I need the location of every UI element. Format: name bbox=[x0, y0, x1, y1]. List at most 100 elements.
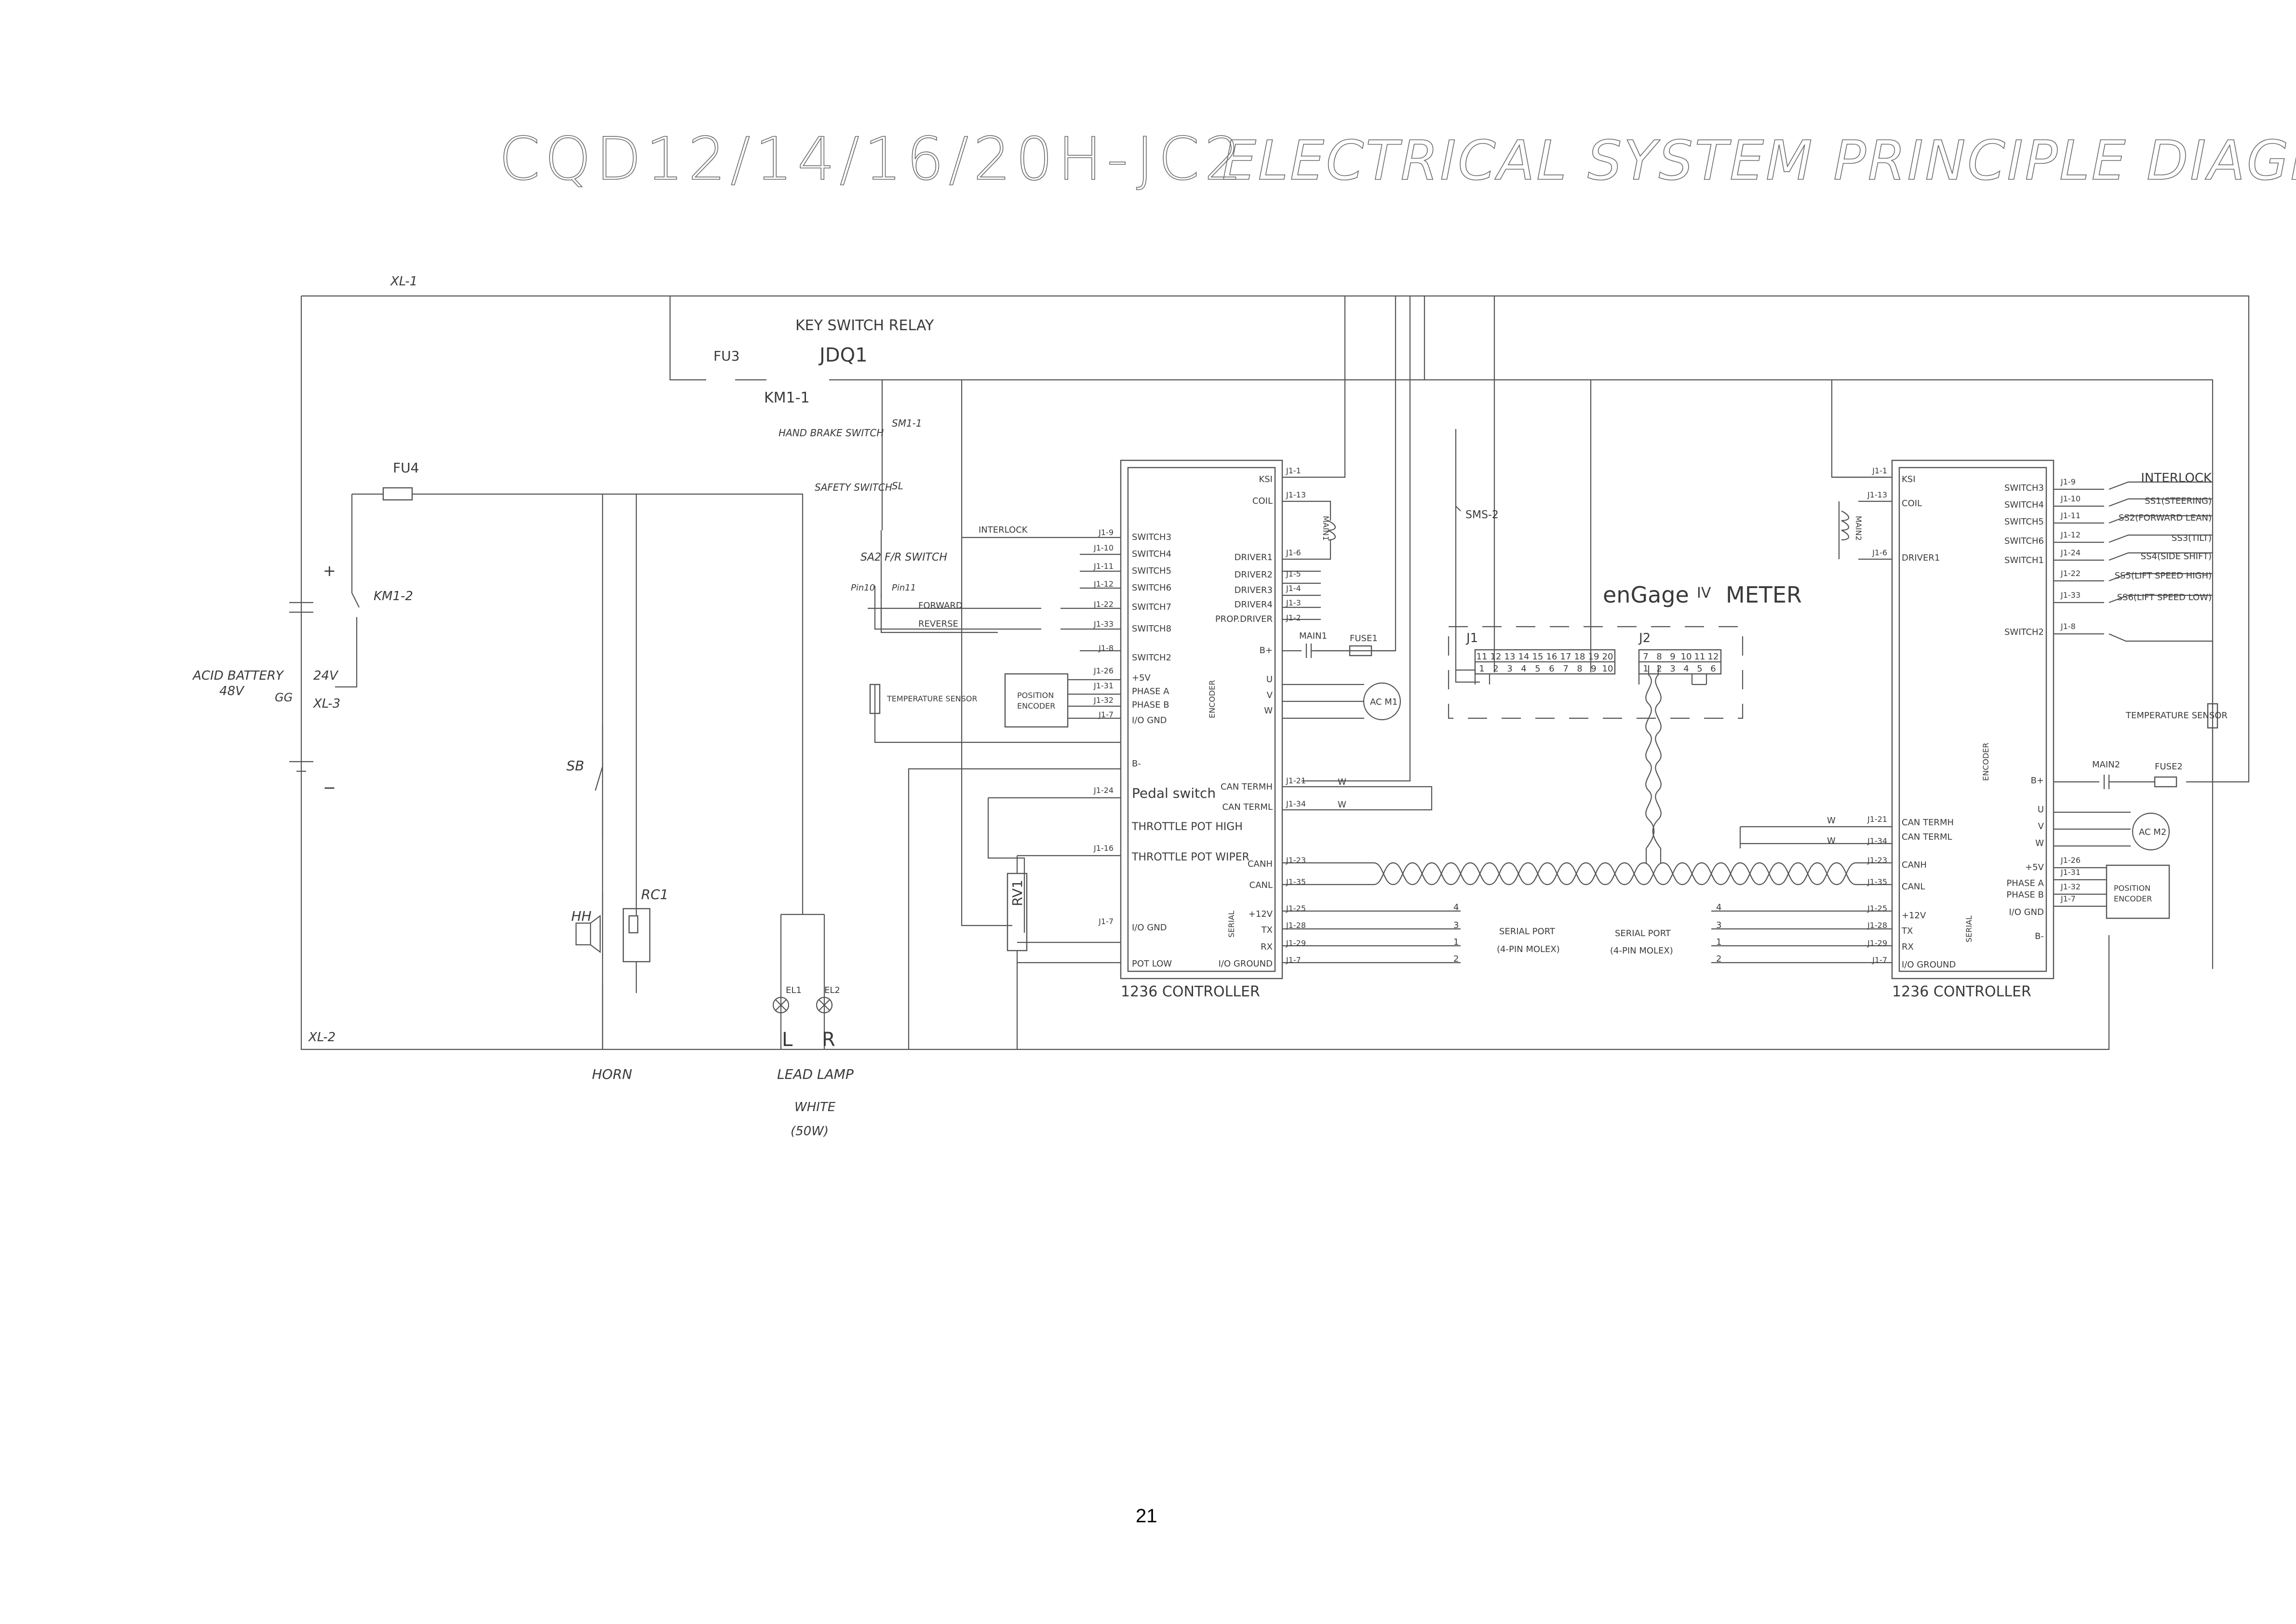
j1-pin-number: 10 bbox=[1602, 664, 1613, 674]
main1-coil-label: MAIN1 bbox=[1321, 516, 1330, 541]
reverse-label: REVERSE bbox=[918, 619, 958, 629]
pin11-label: Pin11 bbox=[892, 583, 916, 593]
controller-2-pin-label: CANL bbox=[1902, 882, 1925, 892]
position-encoder-1-b: ENCODER bbox=[1017, 701, 1055, 711]
controller-2-right-wires bbox=[2054, 481, 2218, 919]
controller-1-connector-label: J1-31 bbox=[1093, 681, 1114, 690]
j1-pin-number: 11 bbox=[1477, 652, 1488, 662]
controller-1-pin-label: CAN TERML bbox=[1222, 802, 1273, 812]
controller-1-connector-label: J1-24 bbox=[1093, 786, 1114, 795]
main2-label: MAIN2 bbox=[2092, 760, 2120, 770]
j1-pin-number: 20 bbox=[1602, 652, 1613, 662]
controller-1-connector-label: J1-2 bbox=[1286, 613, 1301, 622]
acid-battery-label: ACID BATTERY bbox=[192, 669, 284, 683]
controller-1-pin-label: RX bbox=[1261, 942, 1273, 952]
diagram-title: ELECTRICAL SYSTEM PRINCIPLE DIAGRAM bbox=[1222, 130, 2296, 192]
fu3-label: FU3 bbox=[713, 348, 739, 364]
horn-relay bbox=[575, 908, 651, 993]
j1-pin-number: 16 bbox=[1546, 652, 1558, 662]
controller-1-connector-label: J1-3 bbox=[1286, 598, 1301, 607]
serial-pin-number: 1 bbox=[1716, 937, 1721, 947]
controller-1-connector-label: J1-7 bbox=[1098, 917, 1114, 926]
controller-1-pin-label: TX bbox=[1261, 925, 1273, 935]
j2-pin-number: 4 bbox=[1683, 664, 1689, 674]
xl3-label: XL-3 bbox=[312, 697, 340, 711]
controller-2-pin-label: KSI bbox=[1902, 474, 1916, 484]
sms2-label: SMS-2 bbox=[1465, 509, 1499, 521]
fuse1-label: FUSE1 bbox=[1350, 633, 1378, 644]
controller-2-connector-label: J1-31 bbox=[2060, 868, 2081, 877]
hand-brake-label: HAND BRAKE SWITCH bbox=[779, 427, 884, 439]
battery-voltage-label: 48V bbox=[219, 684, 245, 698]
position-encoder-1-a: POSITION bbox=[1017, 691, 1054, 700]
controller-2-connector-label: J1-33 bbox=[2060, 591, 2081, 600]
jdq1-label: JDQ1 bbox=[818, 344, 868, 366]
engage-meter bbox=[1448, 296, 1744, 719]
controller-2-pin-label: SWITCH2 bbox=[2004, 627, 2044, 637]
controller-1-pin-label: CAN TERMH bbox=[1221, 782, 1273, 792]
sl-label: SL bbox=[892, 480, 903, 492]
controller-1-connector-label: J1-1 bbox=[1286, 466, 1301, 475]
interlock-label: INTERLOCK bbox=[979, 525, 1028, 535]
controller-2-pin-label: CANH bbox=[1902, 860, 1927, 870]
controller-2-output-label: SS6(LIFT SPEED LOW) bbox=[2117, 592, 2212, 603]
j2-pin-number: 10 bbox=[1681, 652, 1692, 662]
controller-2-connector-label: J1-1 bbox=[1872, 466, 1887, 475]
serial-pin-number: 4 bbox=[1716, 902, 1721, 913]
controller-1-pin-label: SWITCH2 bbox=[1132, 653, 1171, 663]
j1-pin-number: 18 bbox=[1574, 652, 1585, 662]
acm1-label: AC M1 bbox=[1370, 697, 1397, 707]
engage-label: enGage bbox=[1603, 582, 1689, 608]
serial-port-2-label: SERIAL PORT bbox=[1615, 928, 1671, 939]
labels: XL-1 XL-2 XL-3 KEY SWITCH RELAY JDQ1 KM1… bbox=[192, 274, 2228, 1139]
lamp-power-label: (50W) bbox=[791, 1124, 829, 1139]
j2-pin-number: 1 bbox=[1643, 664, 1648, 674]
serial-pin-number: 3 bbox=[1453, 920, 1459, 930]
key-switch-relay-label: KEY SWITCH RELAY bbox=[795, 317, 934, 334]
xl2-label: XL-2 bbox=[308, 1030, 336, 1045]
controller-2-name: 1236 CONTROLLER bbox=[1892, 983, 2031, 1000]
controller-1-pin-label: THROTTLE POT HIGH bbox=[1131, 821, 1243, 833]
controller-1-pin-label: SWITCH5 bbox=[1132, 566, 1171, 576]
meter-label: METER bbox=[1726, 582, 1802, 608]
controller-1-connector-label: J1-13 bbox=[1286, 490, 1306, 499]
controller-2-pin-label: PHASE A bbox=[2006, 878, 2044, 888]
controller-2-connector-label: J1-23 bbox=[1867, 856, 1887, 865]
controller-1-pin-label: I/O GROUND bbox=[1219, 959, 1273, 969]
w-label-1: W bbox=[1338, 777, 1346, 787]
battery-plus: + bbox=[323, 562, 336, 580]
j1-pin-number: 19 bbox=[1588, 652, 1599, 662]
xl1-label: XL-1 bbox=[389, 274, 417, 289]
j2-pin-number: 12 bbox=[1708, 652, 1719, 662]
controller-1-pin-label: SWITCH7 bbox=[1132, 602, 1171, 612]
controller-2-output-label: SS4(SIDE SHIFT) bbox=[2141, 551, 2212, 562]
controller-1-pin-label: DRIVER2 bbox=[1235, 570, 1273, 580]
controller-2-pin-label: TX bbox=[1901, 926, 1913, 936]
controller-2-pin-label: V bbox=[2038, 821, 2044, 832]
controller-2-connector-label: J1-32 bbox=[2060, 882, 2081, 891]
controller-2-connector-label: J1-21 bbox=[1867, 815, 1887, 824]
controller-1-connector-label: J1-22 bbox=[1093, 600, 1114, 609]
serial-port-1-label: SERIAL PORT bbox=[1499, 926, 1556, 937]
lamp-r-label: R bbox=[822, 1029, 835, 1051]
controller-2-connector-label: J1-35 bbox=[1867, 877, 1887, 886]
position-encoder-2-a: POSITION bbox=[2114, 884, 2150, 893]
main1-label: MAIN1 bbox=[1299, 631, 1327, 641]
controller-2-pin-label: SWITCH4 bbox=[2004, 500, 2044, 510]
controller-1-connector-label: J1-9 bbox=[1098, 528, 1114, 537]
controller-1-connector-label: J1-34 bbox=[1286, 799, 1306, 808]
controller-1-pin-label: DRIVER4 bbox=[1235, 600, 1273, 610]
serial-pin-number: 3 bbox=[1716, 920, 1721, 930]
el2-label: EL2 bbox=[824, 985, 840, 995]
controller-1-serial: SERIAL bbox=[1227, 911, 1236, 938]
controller-1-pin-label: DRIVER3 bbox=[1235, 585, 1273, 595]
j2-pin-number: 5 bbox=[1697, 664, 1702, 674]
j2-pin-number: 2 bbox=[1656, 664, 1662, 674]
serial-pin-number: 2 bbox=[1716, 954, 1721, 964]
controller-2-connector-label: J1-8 bbox=[2060, 622, 2076, 631]
j2-pin-number: 7 bbox=[1643, 652, 1648, 662]
controller-2 bbox=[1891, 459, 2054, 980]
position-encoder-2-b: ENCODER bbox=[2114, 894, 2152, 903]
controller-1-connector-label: J1-8 bbox=[1098, 644, 1114, 653]
